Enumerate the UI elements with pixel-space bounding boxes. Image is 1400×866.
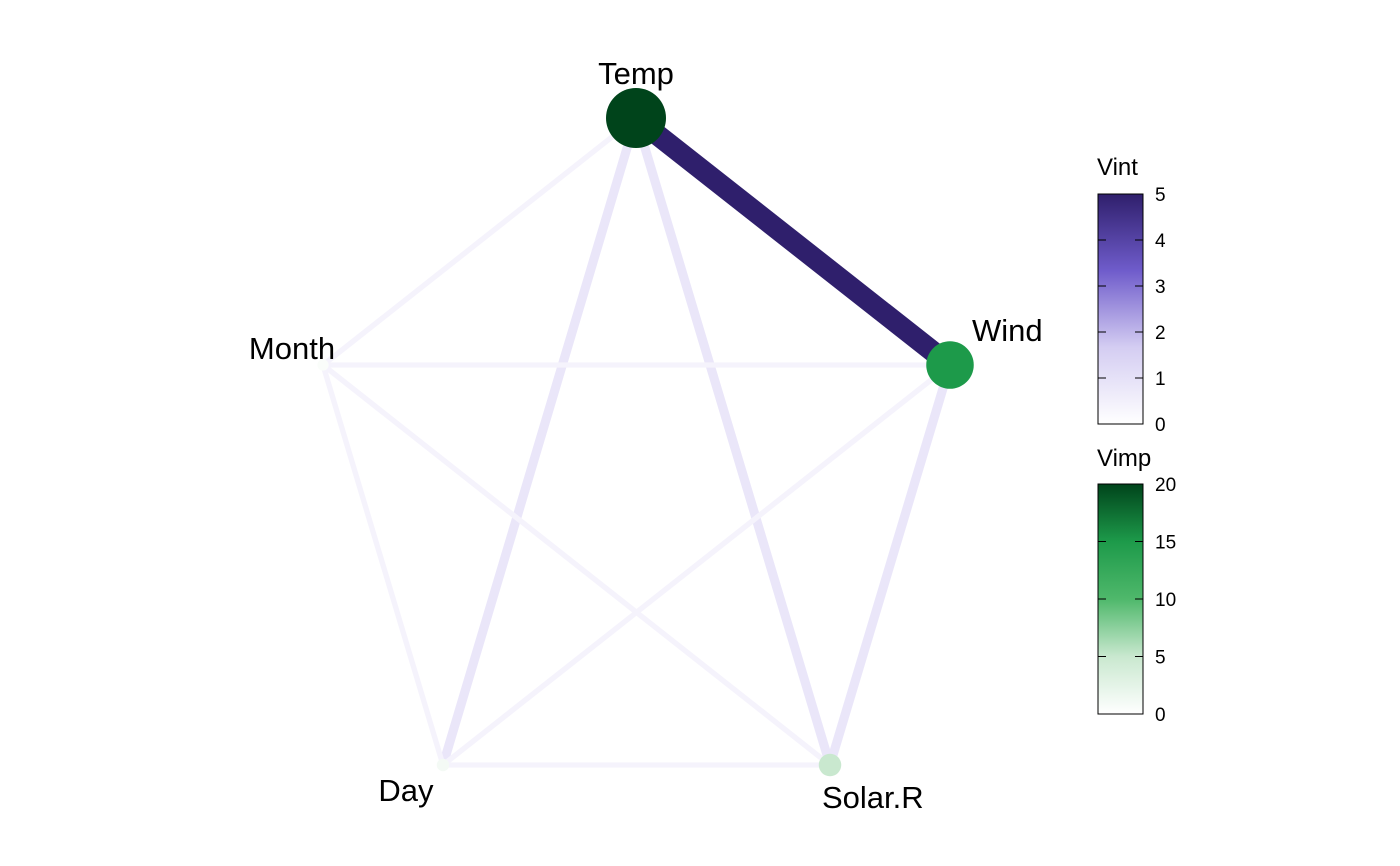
legend-tick-label: 10 xyxy=(1155,590,1176,611)
edge-temp-month xyxy=(321,115,638,368)
vint-legend: Vint 0 1 2 3 4 5 xyxy=(1097,154,1166,436)
edge-temp-day xyxy=(438,116,641,767)
node-label-day: Day xyxy=(378,773,434,808)
legend-tick-label: 5 xyxy=(1155,648,1166,669)
legend-title: Vimp xyxy=(1097,445,1151,472)
legend-colorbar xyxy=(1097,193,1144,425)
edge-month-day xyxy=(320,364,446,766)
legend-tick-label: 1 xyxy=(1155,369,1166,390)
node-label-temp: Temp xyxy=(598,56,674,91)
legend-title: Vint xyxy=(1097,154,1138,181)
edge-temp-wind xyxy=(629,109,957,374)
legend-tick-label: 3 xyxy=(1155,277,1166,298)
node-layer xyxy=(317,88,974,777)
node-wind xyxy=(926,341,974,389)
node-day xyxy=(436,758,450,772)
legend-tick-label: 4 xyxy=(1155,231,1166,252)
edge-month-solar-r xyxy=(321,362,832,768)
legend-tick-label: 0 xyxy=(1155,415,1166,436)
edge-day-wind xyxy=(441,362,952,768)
node-label-month: Month xyxy=(249,331,335,366)
node-temp xyxy=(606,88,666,148)
edge-layer xyxy=(320,109,957,768)
node-label-solar-r: Solar.R xyxy=(822,780,924,815)
edge-temp-solar-r xyxy=(631,116,835,767)
legend-tick-label: 15 xyxy=(1155,533,1176,554)
legend-tick-label: 5 xyxy=(1155,185,1166,206)
vimp-legend: Vimp 0 5 10 15 20 xyxy=(1097,445,1176,726)
node-label-wind: Wind xyxy=(972,313,1043,348)
legend-tick-label: 0 xyxy=(1155,705,1166,726)
node-month xyxy=(317,359,329,371)
legend-tick-label: 2 xyxy=(1155,323,1166,344)
edge-wind-solar-r xyxy=(825,363,955,767)
legend-tick-label: 20 xyxy=(1155,475,1176,496)
node-solar-r xyxy=(818,753,842,777)
